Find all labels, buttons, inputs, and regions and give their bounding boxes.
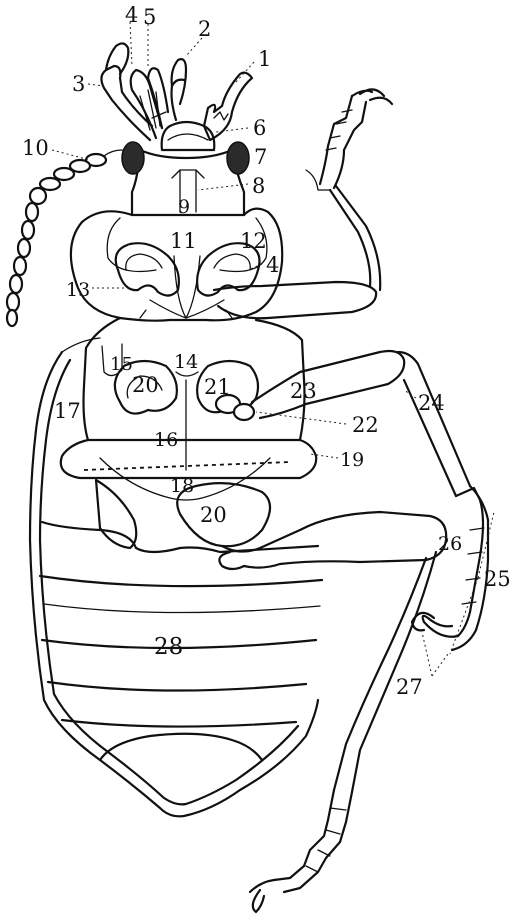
- left-eye: [122, 142, 144, 174]
- label-26: 26: [438, 533, 462, 555]
- label-27: 27: [396, 675, 423, 699]
- label-22: 22: [352, 413, 379, 437]
- labels: 1 2 3 4 5 6 7 8 9 10 11 12 4 13 14 15 20…: [22, 3, 511, 699]
- label-12: 12: [240, 229, 267, 253]
- fore-leg: [214, 89, 392, 318]
- label-15: 15: [110, 354, 133, 375]
- label-8: 8: [252, 174, 265, 198]
- hind-leg: [96, 480, 446, 912]
- label-1: 1: [258, 47, 271, 71]
- label-4: 4: [125, 3, 138, 27]
- label-21: 21: [204, 375, 231, 399]
- label-24: 24: [418, 391, 445, 415]
- antenna: [7, 150, 122, 326]
- label-10: 10: [22, 136, 49, 160]
- label-20b: 20: [200, 503, 227, 527]
- label-20a: 20: [132, 373, 159, 397]
- prothorax: [71, 209, 282, 321]
- label-11: 11: [170, 229, 197, 253]
- label-2: 2: [198, 17, 211, 41]
- mesothorax: [84, 318, 305, 470]
- label-9: 9: [178, 196, 190, 218]
- label-19: 19: [340, 449, 364, 471]
- label-6: 6: [253, 116, 266, 140]
- label-5: 5: [143, 5, 156, 29]
- head: [101, 43, 252, 215]
- label-28: 28: [154, 634, 183, 660]
- label-4b: 4: [266, 253, 279, 277]
- right-eye: [227, 142, 249, 174]
- label-25: 25: [484, 567, 511, 591]
- label-17: 17: [54, 399, 81, 423]
- label-16: 16: [154, 429, 178, 451]
- label-14: 14: [174, 351, 198, 373]
- label-13: 13: [66, 279, 90, 301]
- middle-leg: [252, 351, 488, 650]
- label-3: 3: [72, 72, 85, 96]
- label-23: 23: [290, 379, 317, 403]
- label-18: 18: [170, 475, 194, 497]
- label-7: 7: [254, 145, 267, 169]
